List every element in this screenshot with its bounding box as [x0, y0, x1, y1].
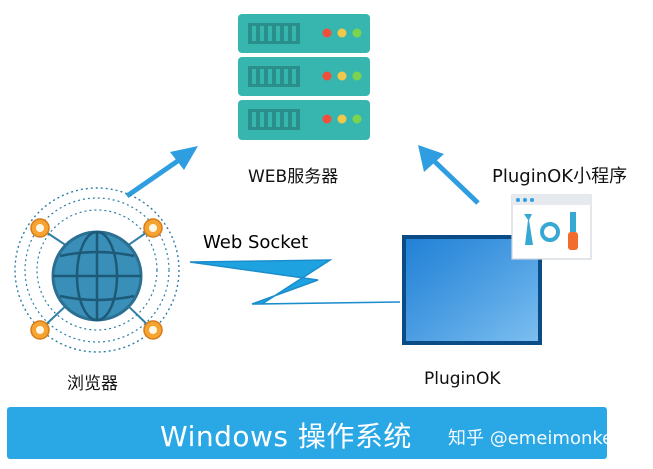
footer-bar: [7, 407, 607, 459]
lightning-icon: [189, 259, 401, 305]
footer-title: Windows 操作系统: [160, 420, 412, 453]
tools-icon: [511, 194, 592, 260]
arrow-browser-to-server: [125, 146, 198, 199]
watermark: 知乎 @emeimonkey: [448, 428, 624, 449]
server-label: WEB服务器: [248, 167, 339, 187]
arrow-pluginok-to-server: [418, 145, 480, 205]
websocket-label: Web Socket: [203, 232, 309, 253]
globe-icon: [14, 187, 180, 353]
pluginok-label: PluginOK: [424, 369, 501, 389]
server-icon: [238, 14, 370, 140]
plugin-program-label: PluginOK小程序: [492, 166, 628, 187]
browser-label: 浏览器: [67, 374, 118, 394]
